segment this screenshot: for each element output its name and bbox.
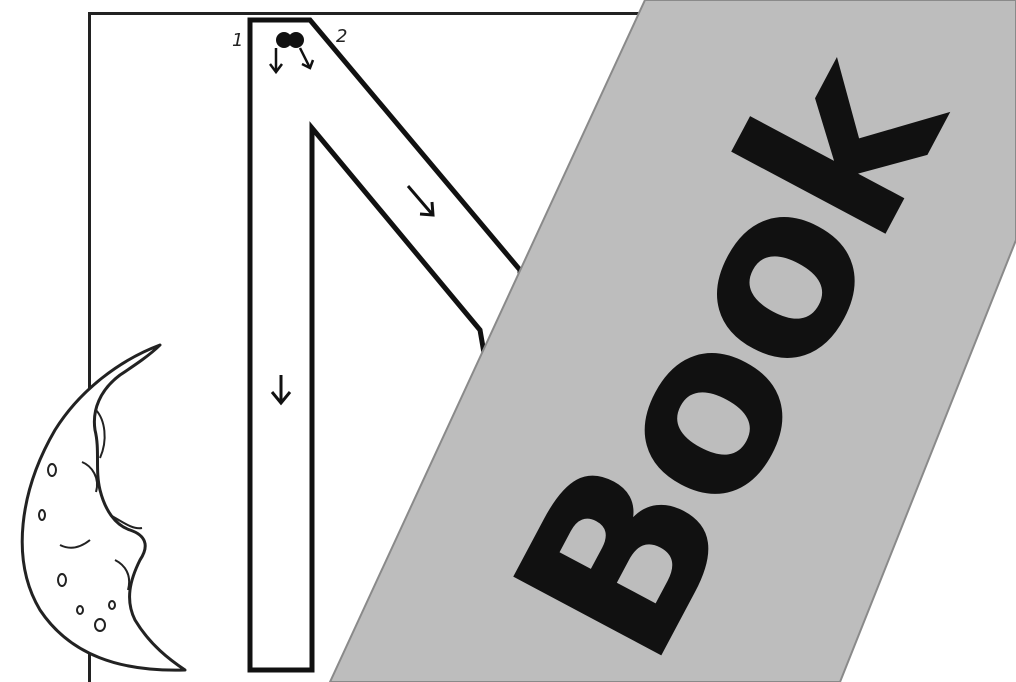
worksheet-preview: 1 2 Book	[0, 0, 1016, 682]
